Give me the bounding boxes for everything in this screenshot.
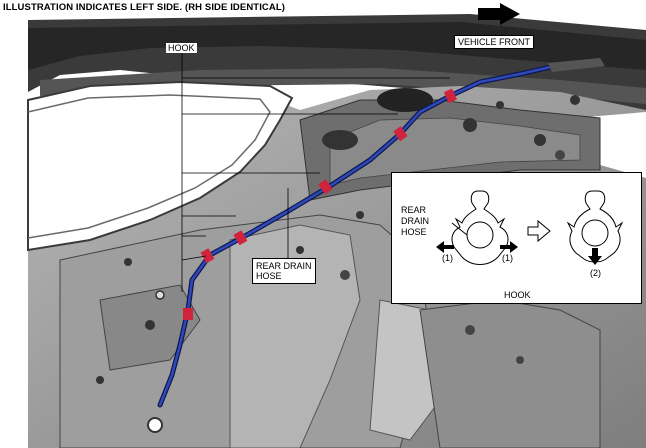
rear-drain-hose xyxy=(157,63,558,408)
hook-label: HOOK xyxy=(166,43,197,53)
hook-detail-drawing xyxy=(436,190,624,265)
next-step-arrow-icon xyxy=(527,219,551,243)
step-2-label: (2) xyxy=(590,268,601,278)
hook-after-icon xyxy=(566,190,624,263)
arrow-down-icon xyxy=(588,248,602,265)
step-1-right-label: (1) xyxy=(502,253,513,263)
hook-leader-lines xyxy=(181,50,450,292)
inset-hose-line1: REAR xyxy=(401,205,427,215)
arrow-left-icon xyxy=(436,241,454,253)
arrow-right-icon xyxy=(500,241,518,253)
vehicle-front-arrow-icon xyxy=(478,3,520,25)
rear-drain-hose-label-line1: REAR DRAIN xyxy=(256,261,312,271)
inset-caption: HOOK xyxy=(504,290,531,300)
header-note: ILLUSTRATION INDICATES LEFT SIDE. (RH SI… xyxy=(3,2,286,13)
rear-drain-hose-label: REAR DRAIN HOSE xyxy=(252,258,316,284)
hook-before-icon xyxy=(451,190,509,265)
inset-hose-line3: HOSE xyxy=(401,227,427,237)
hook-clips xyxy=(183,88,458,320)
hook-detail-inset: REAR DRAIN HOSE (1) (1) (2) HOOK xyxy=(391,172,642,304)
inset-hose-label: REAR DRAIN HOSE xyxy=(401,205,429,238)
vehicle-front-label: VEHICLE FRONT xyxy=(454,35,535,49)
step-1-left-label: (1) xyxy=(442,253,453,263)
rear-drain-hose-label-line2: HOSE xyxy=(256,271,282,281)
inset-hose-line2: DRAIN xyxy=(401,216,430,226)
